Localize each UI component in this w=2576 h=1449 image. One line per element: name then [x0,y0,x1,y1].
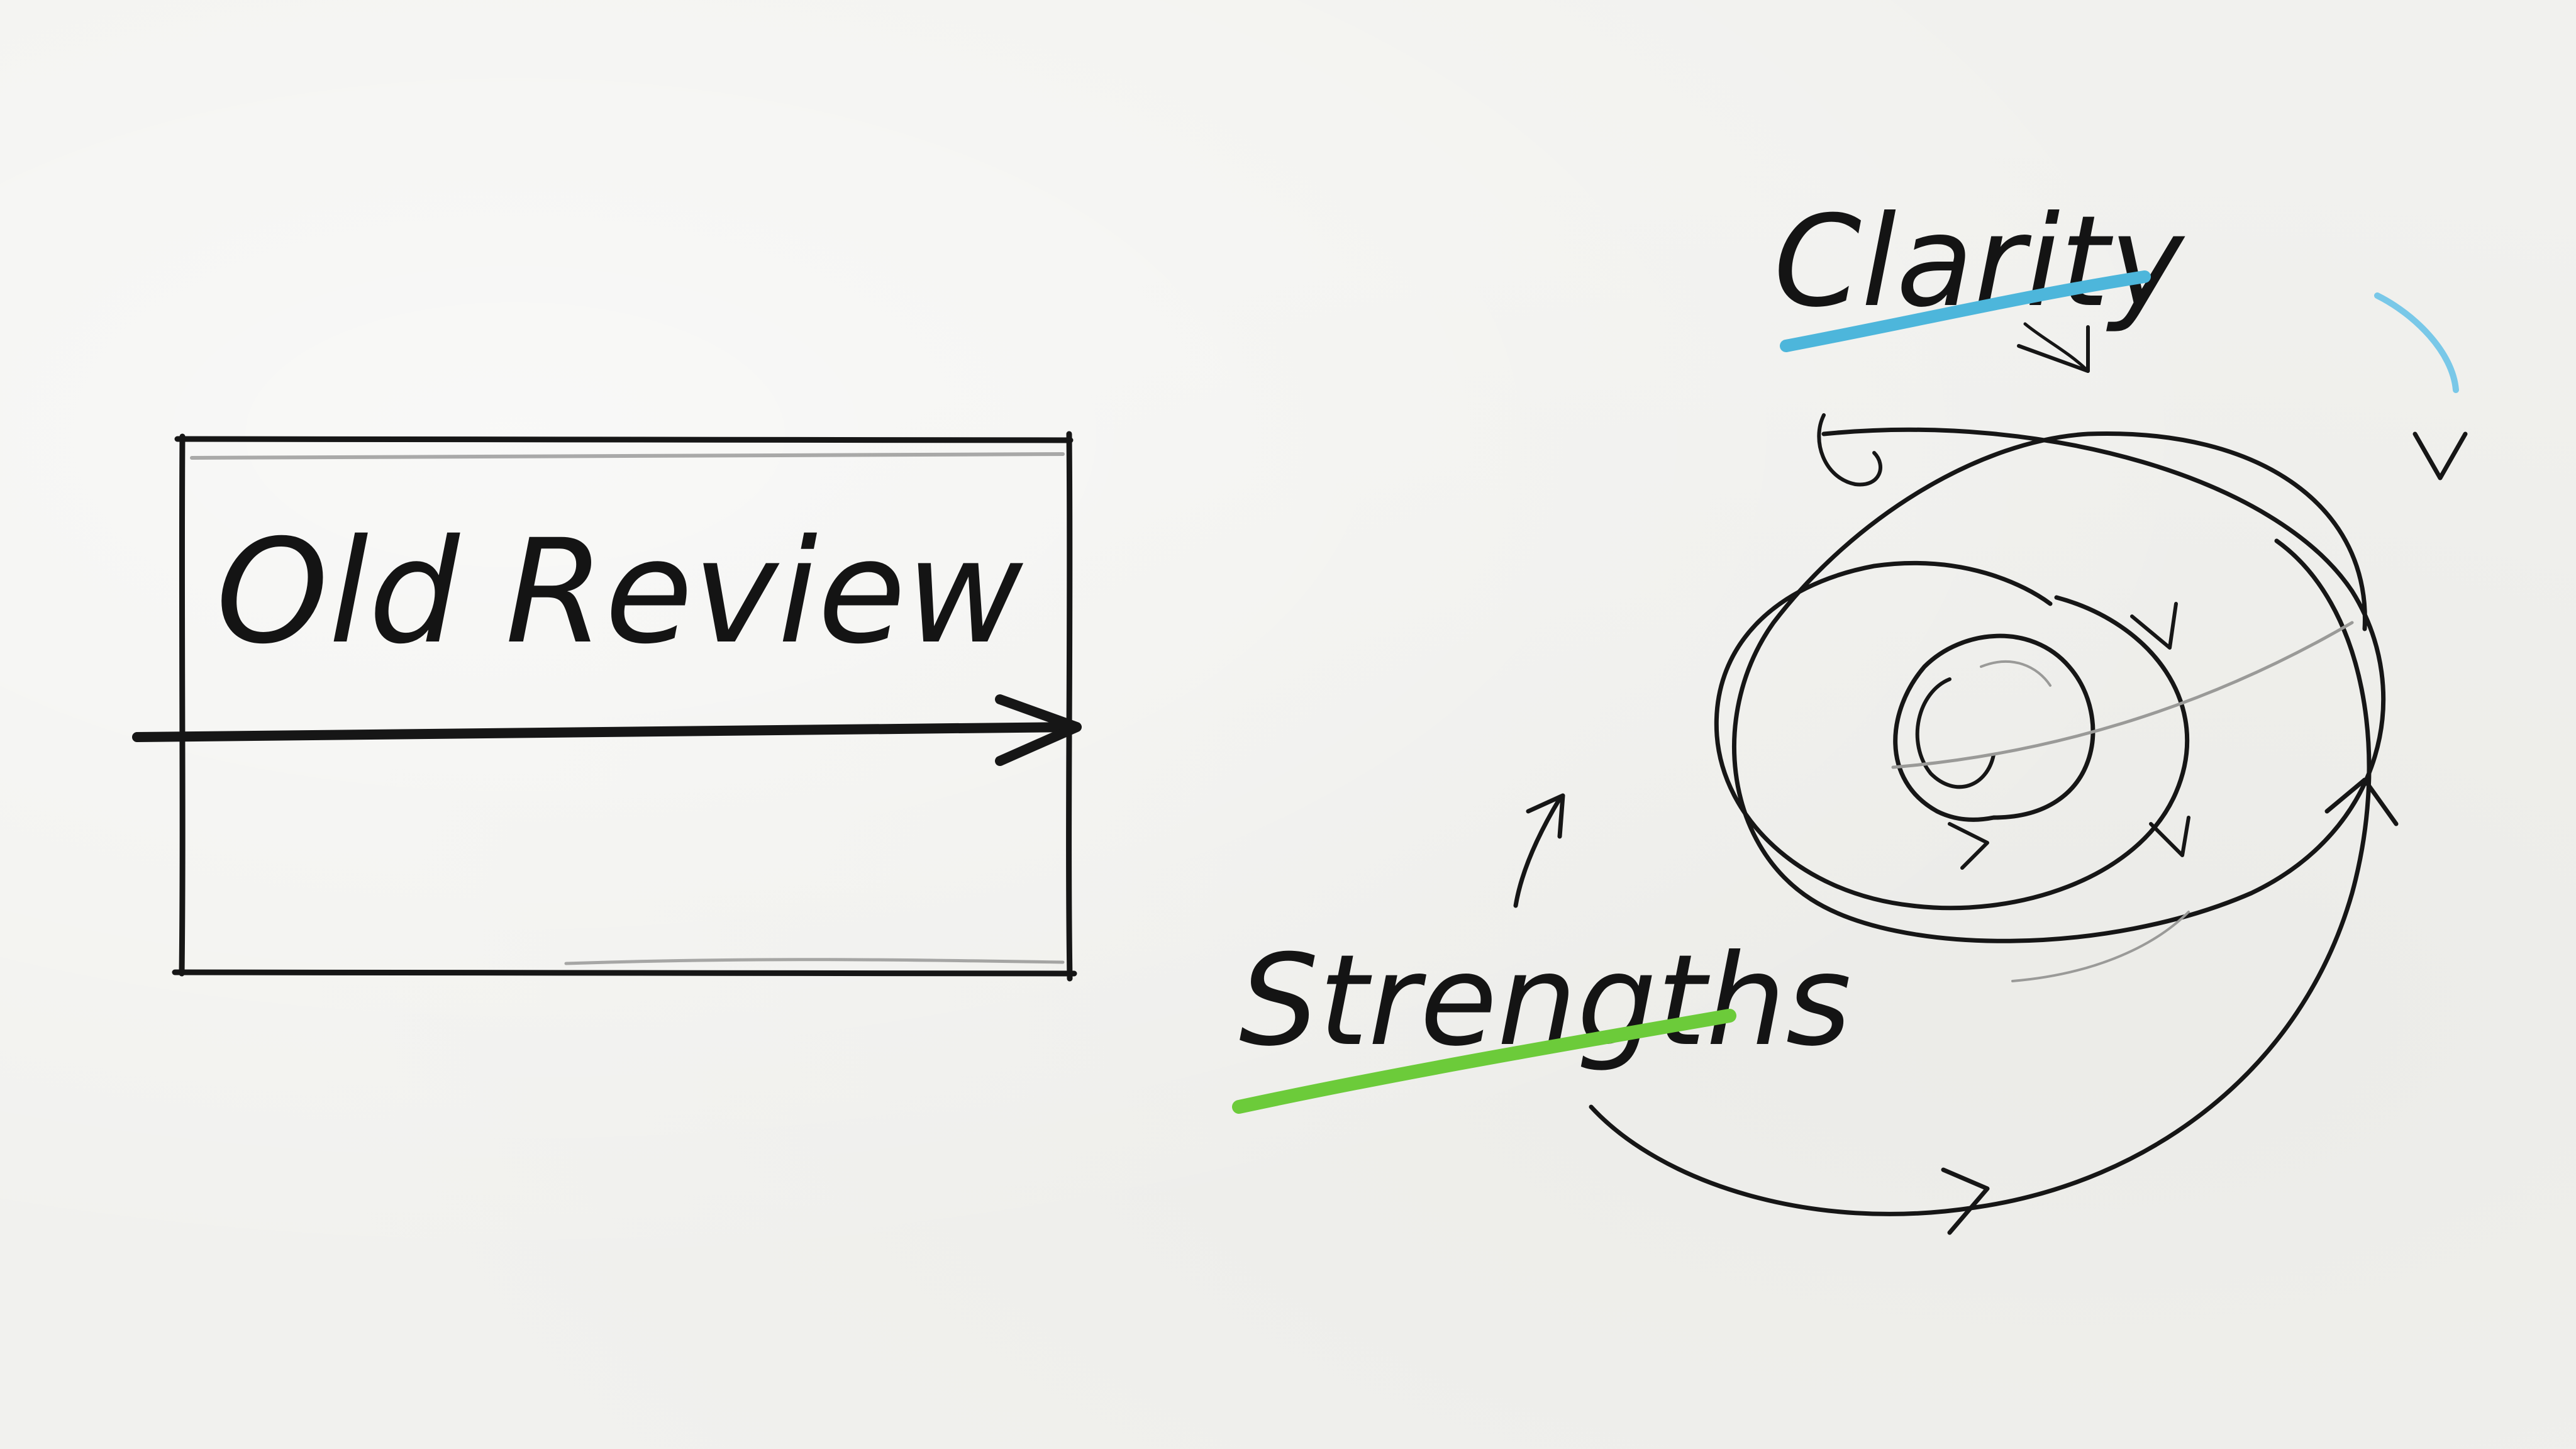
spiral-diagram [1589,413,2386,1216]
straight-arrow [132,694,1082,766]
spiral-arrowheads [1941,322,2468,1235]
old-review-box [172,431,1077,982]
small-up-arrow [1513,793,1565,908]
clarity-accent-stroke [2374,292,2459,393]
clarity-underline [1780,270,2151,352]
old-review-label: Old Review [216,508,1023,675]
strengths-underline [1232,1009,1736,1114]
